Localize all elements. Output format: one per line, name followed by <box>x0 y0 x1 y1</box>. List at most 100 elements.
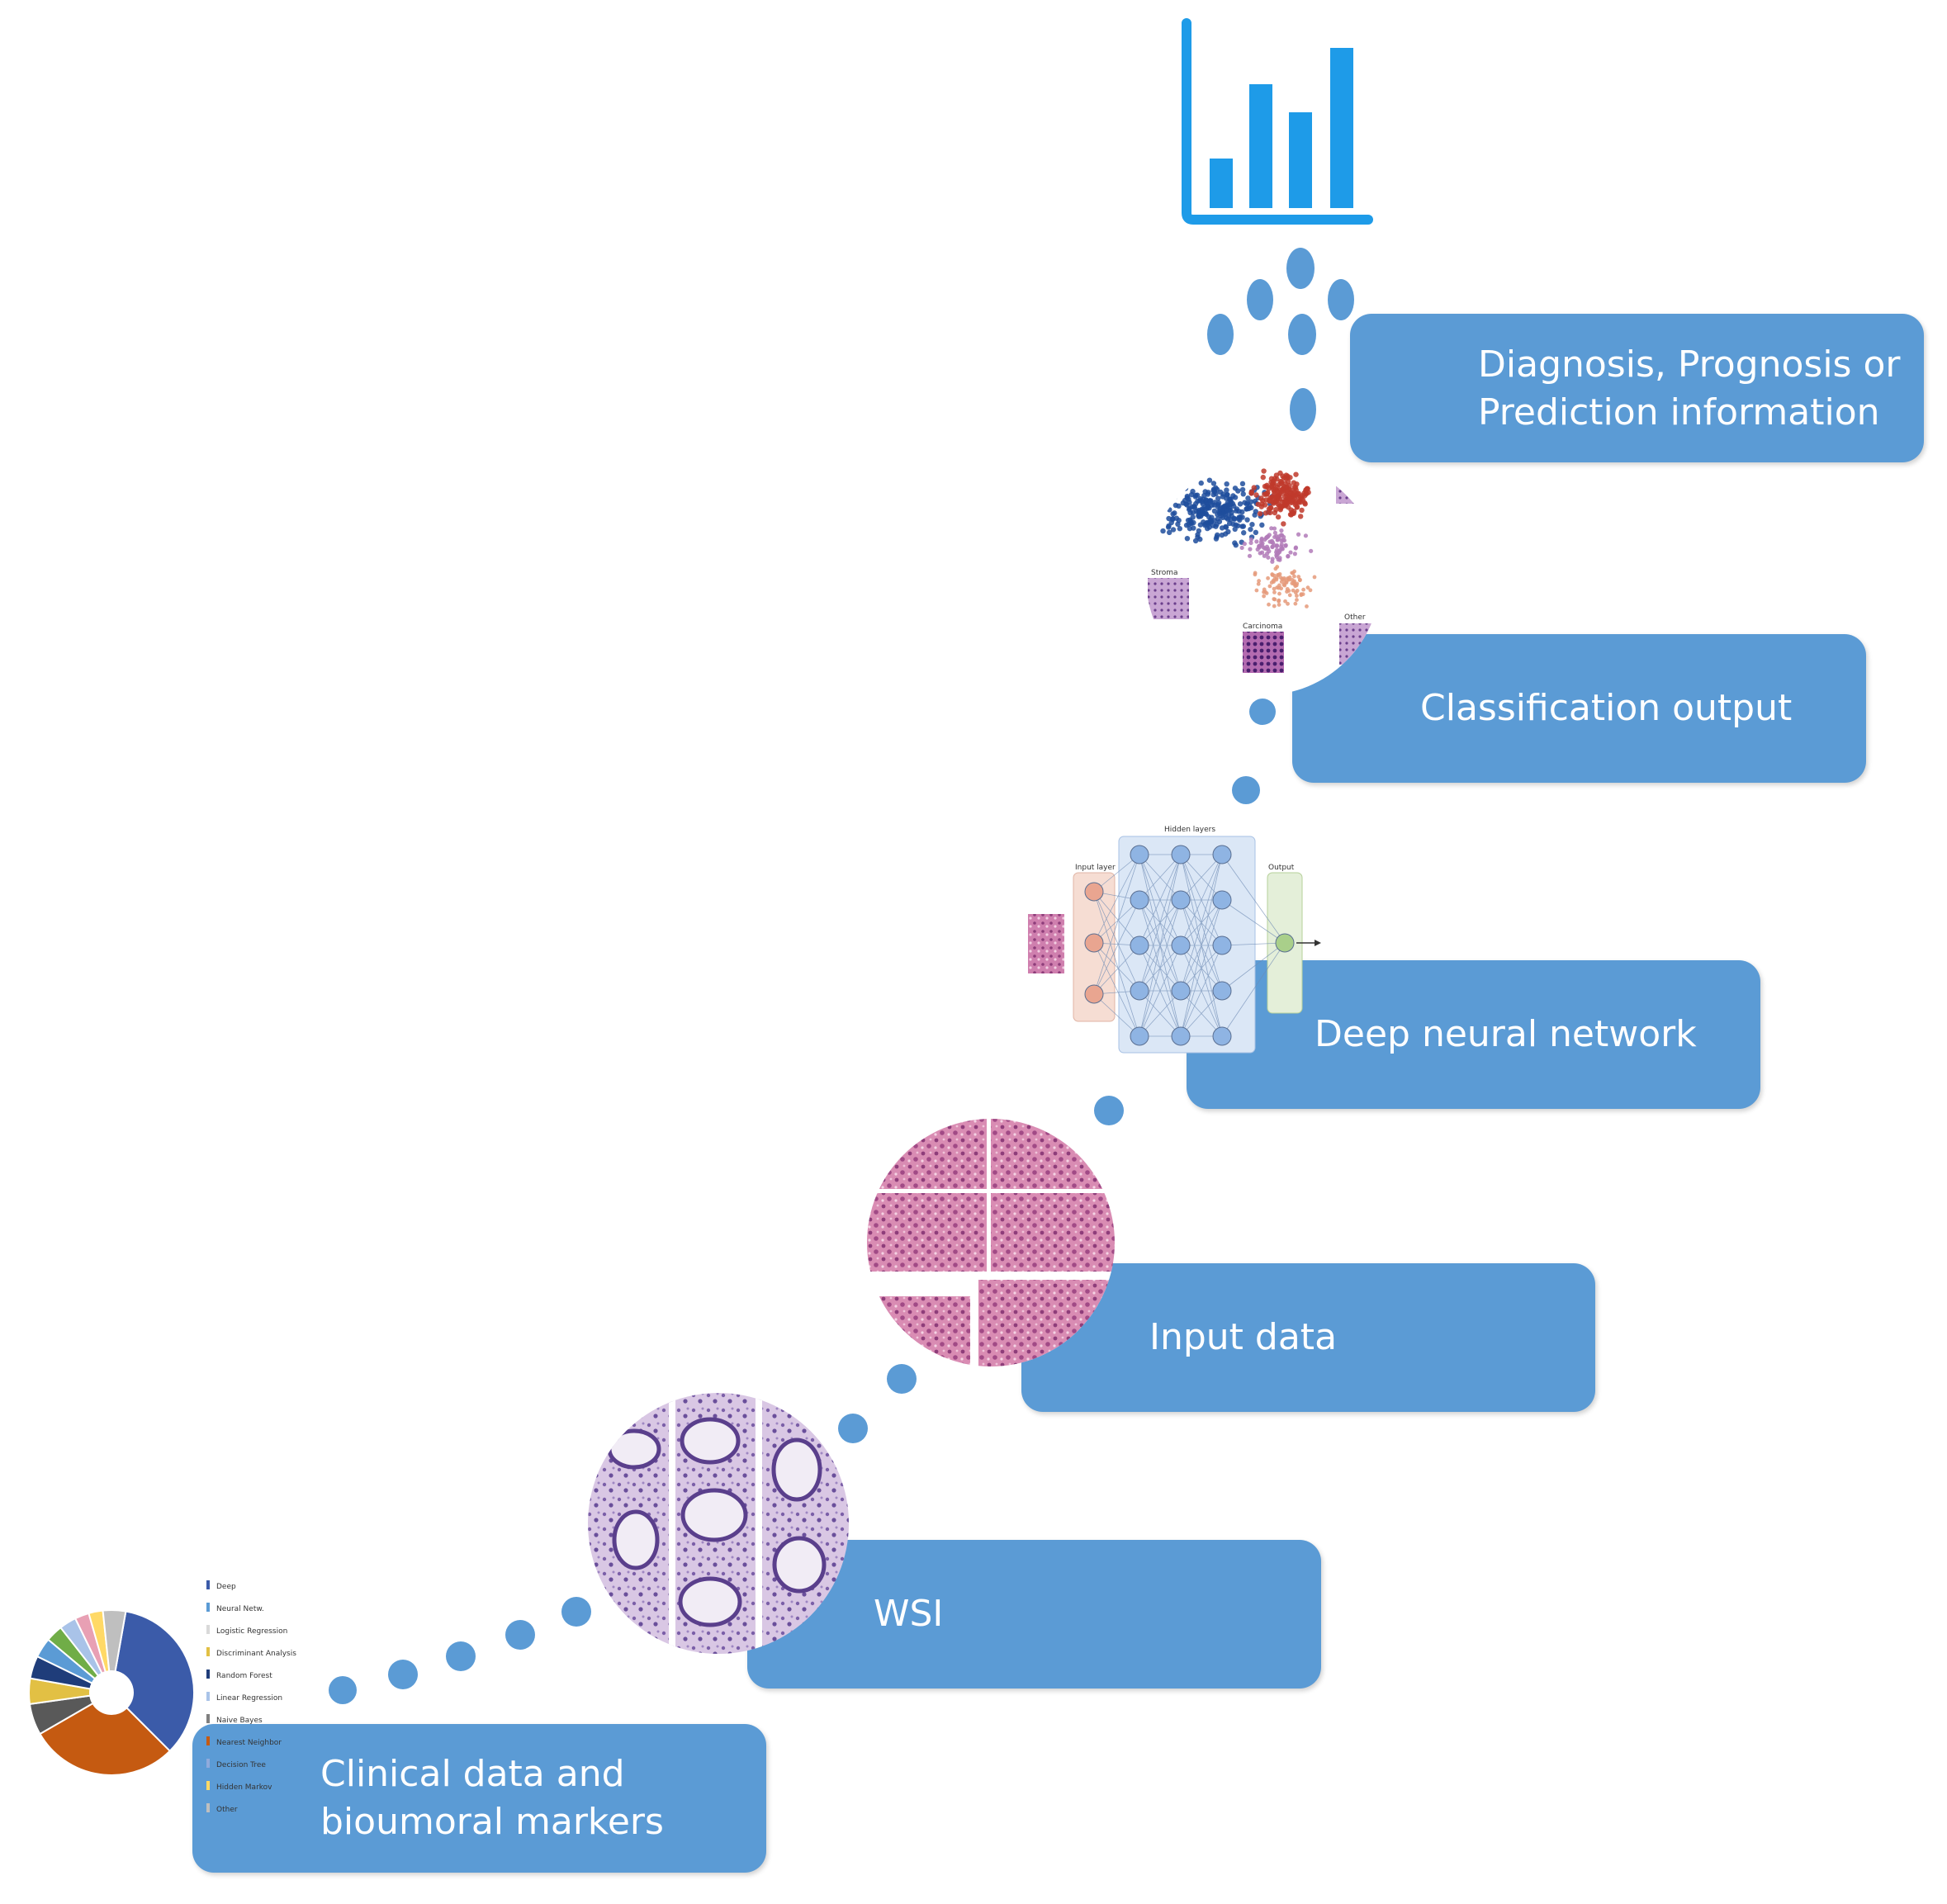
scatter-point <box>1266 575 1270 580</box>
scatter-point <box>1269 526 1274 531</box>
scatter-point <box>1248 537 1253 542</box>
scatter-point <box>1177 526 1183 532</box>
scatter-point <box>1300 497 1306 503</box>
dnn-node <box>1130 845 1149 864</box>
scatter-point <box>1267 509 1273 516</box>
scatter-point <box>1201 519 1206 525</box>
classification-label-center: Carcinoma <box>1243 623 1282 631</box>
scatter-point <box>1258 495 1264 501</box>
dnn-edge <box>1093 854 1140 893</box>
scatter-point <box>1167 507 1172 513</box>
scatter-point <box>1266 555 1271 560</box>
scatter-point <box>1248 547 1253 552</box>
scatter-point <box>1286 601 1290 606</box>
scatter-point <box>1278 544 1284 549</box>
scatter-point <box>1195 498 1201 504</box>
scatter-point <box>1236 515 1242 522</box>
scatter-point <box>1220 494 1225 500</box>
scatter-point <box>1241 530 1247 536</box>
dnn-node <box>1212 981 1232 1001</box>
scatter-point <box>1248 540 1253 546</box>
scatter-point <box>1272 542 1277 547</box>
scatter-point <box>1299 507 1305 514</box>
scatter-point <box>1230 493 1236 499</box>
dnn-edge <box>1139 854 1182 1037</box>
dnn-edge <box>1180 945 1223 1037</box>
scatter-point <box>1282 499 1288 504</box>
scatter-point <box>1267 602 1271 607</box>
scatter-point <box>1272 586 1277 591</box>
scatter-point <box>1296 575 1301 579</box>
scatter-point <box>1248 504 1254 511</box>
donut-legend-swatch <box>206 1736 210 1745</box>
scatter-point <box>1281 538 1286 542</box>
scatter-point <box>1258 551 1262 556</box>
scatter-point <box>1239 486 1246 493</box>
scatter-point <box>1242 542 1247 547</box>
scatter-point <box>1291 510 1296 516</box>
scatter-point <box>1248 526 1253 533</box>
dnn-edge <box>1093 891 1140 1037</box>
connector-dot <box>1249 699 1276 725</box>
scatter-point <box>1308 588 1313 593</box>
scatter-point <box>1239 509 1245 515</box>
scatter-point <box>1232 485 1239 491</box>
scatter-point <box>1290 578 1295 582</box>
scatter-point <box>1291 480 1297 485</box>
scatter-point <box>1184 535 1191 542</box>
scatter-point <box>1283 543 1288 548</box>
dnn-input-label: Input layer <box>1075 864 1116 872</box>
connector-dot <box>505 1620 535 1650</box>
scatter-point <box>1254 539 1259 544</box>
scatter-point <box>1287 490 1293 496</box>
dnn-edge <box>1180 854 1223 992</box>
dnn-edge <box>1093 942 1140 1037</box>
scatter-point <box>1272 604 1277 609</box>
dnn-edge <box>1221 942 1286 1037</box>
scatter-point <box>1160 528 1166 534</box>
dnn-edge <box>1221 854 1286 944</box>
scatter-point <box>1270 572 1275 576</box>
scatter-point <box>1204 519 1210 526</box>
scatter-point <box>1303 533 1309 538</box>
scatter-point <box>1244 517 1250 523</box>
scatter-point <box>1265 490 1271 495</box>
scatter-point <box>1224 481 1229 487</box>
scatter-point <box>1296 495 1301 500</box>
dnn-edge <box>1093 942 1140 992</box>
scatter-point <box>1312 575 1317 580</box>
donut-slice <box>102 1609 127 1673</box>
scatter-point <box>1207 499 1214 505</box>
scatter-point <box>1211 502 1217 508</box>
scatter-point <box>1295 598 1299 602</box>
dnn-edge <box>1221 942 1286 946</box>
scatter-point <box>1309 548 1314 553</box>
donut-legend-label: Discriminant Analysis <box>216 1650 296 1658</box>
dnn-hidden-label: Hidden layers <box>1164 826 1215 834</box>
scatter-point <box>1277 603 1281 607</box>
scatter-point <box>1277 470 1283 476</box>
scatter-point <box>1299 593 1304 598</box>
scatter-point <box>1272 534 1277 540</box>
donut-legend-swatch <box>206 1603 210 1612</box>
scatter-point <box>1272 526 1277 531</box>
scatter-point <box>1274 550 1279 555</box>
dnn-node <box>1171 1026 1191 1046</box>
scatter-point <box>1274 577 1279 582</box>
connector-dot <box>329 1676 357 1704</box>
scatter-point <box>1303 490 1310 497</box>
scatter-point <box>1185 517 1191 523</box>
scatter-point <box>1220 514 1225 521</box>
scatter-point <box>1272 530 1278 535</box>
dnn-edge <box>1180 899 1223 1037</box>
input-data-tiles <box>867 1119 1115 1366</box>
scatter-point <box>1261 468 1267 474</box>
dnn-node <box>1084 984 1104 1004</box>
scatter-point <box>1277 599 1281 604</box>
scatter-point <box>1166 529 1172 536</box>
scatter-point <box>1285 590 1289 594</box>
donut-legend-swatch <box>206 1759 210 1768</box>
scatter-point <box>1258 504 1265 509</box>
dnn-edge <box>1221 942 1286 992</box>
scatter-point <box>1293 546 1298 551</box>
